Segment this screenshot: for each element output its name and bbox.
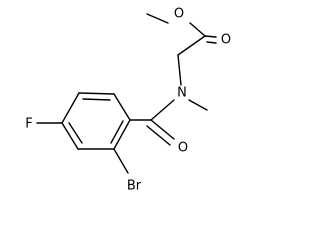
ring-bond-c3-c4 xyxy=(61,92,80,124)
bond-ring-br xyxy=(113,148,129,174)
bond-n-amide-c xyxy=(150,99,175,121)
bond-o-ester-carbonyl-c xyxy=(189,22,206,37)
bond-carbonyl-ester-double-2 xyxy=(206,41,217,44)
ring-inner-c2-c3 xyxy=(82,98,111,101)
ring-inner-c6-c1 xyxy=(110,120,124,144)
ring-inner-c4-c5 xyxy=(68,122,83,144)
ring-bond-c1-c2 xyxy=(113,93,131,121)
ring-bond-c6-c1 xyxy=(113,119,131,150)
structure-diagram: O O N O F Br xyxy=(25,7,231,194)
atom-label-f: F xyxy=(25,117,32,132)
atom-label-br: Br xyxy=(127,179,142,194)
ring-bond-c4-c5 xyxy=(61,122,79,150)
atom-label-n-amide: N xyxy=(177,86,187,101)
bond-carbonyl-ester-double-1 xyxy=(204,35,217,38)
bond-carbonyl-c-ch2 xyxy=(177,35,206,56)
bond-n-methyl xyxy=(188,99,208,111)
ring-bond-c2-c3 xyxy=(78,92,115,95)
atom-label-o-carbonyl-ester: O xyxy=(221,33,231,48)
atom-label-o-ester: O xyxy=(174,7,184,22)
atom-label-o-amide: O xyxy=(178,141,188,156)
bond-methyl-o-ester xyxy=(146,13,169,24)
bond-amide-co-double-2 xyxy=(146,125,171,146)
bond-ch2-n xyxy=(177,54,182,86)
bond-amide-co-double-1 xyxy=(150,119,175,140)
